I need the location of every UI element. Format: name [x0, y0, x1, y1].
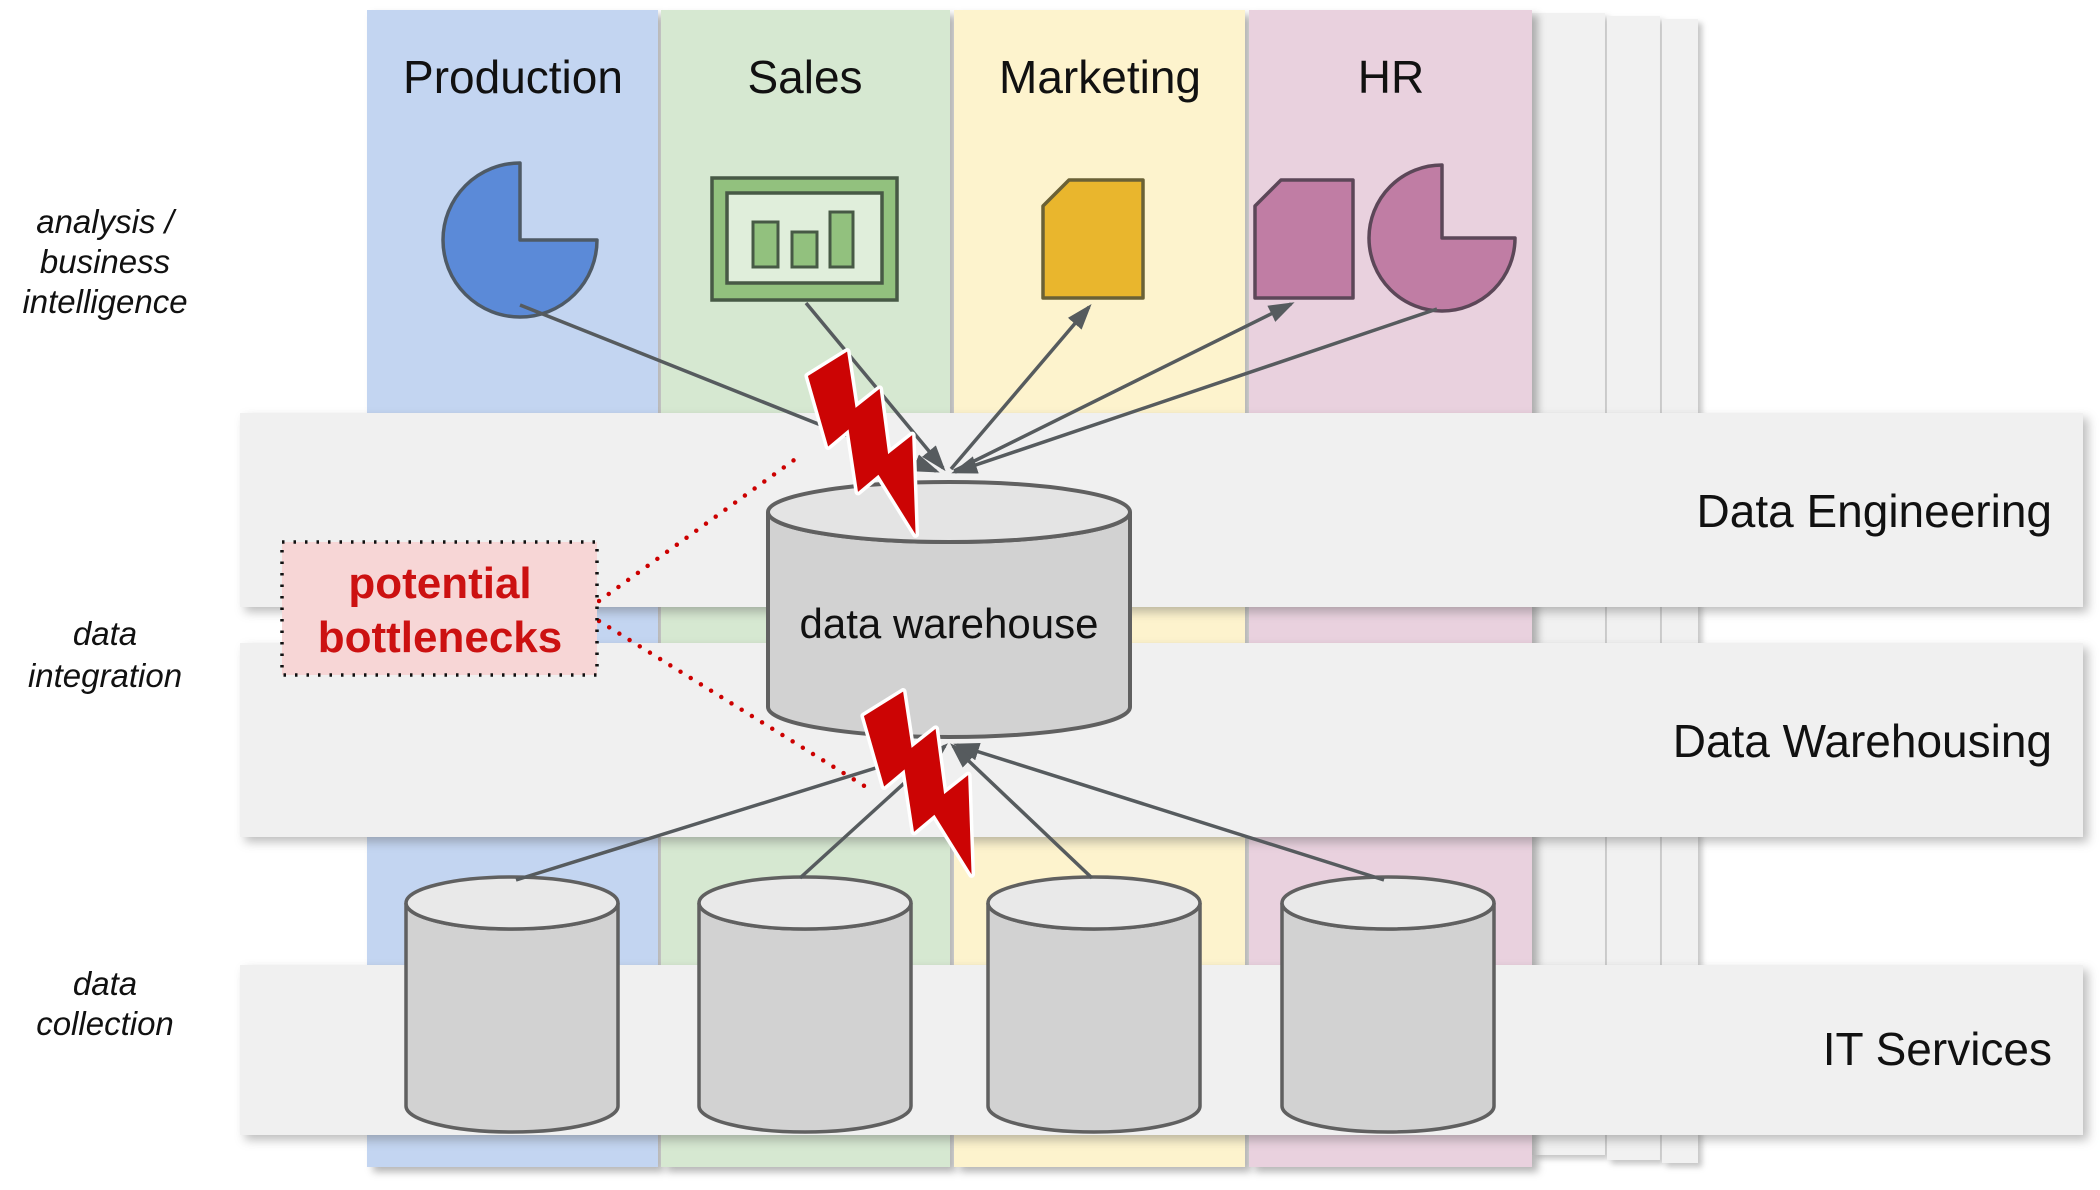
bottleneck-callout: potential bottlenecks — [280, 540, 599, 677]
arrow-db-marketing-to-warehouse — [950, 743, 1094, 880]
lightning-bolt-top — [804, 348, 920, 538]
bottleneck-callout-box — [280, 540, 599, 677]
db-cylinder-sales — [697, 875, 913, 1134]
arrow-sales-to-warehouse — [804, 301, 946, 472]
row-label-data-collection: data collection — [36, 965, 174, 1042]
band-label-data-engineering: Data Engineering — [1697, 485, 2052, 537]
bottleneck-callout-line2: bottlenecks — [318, 613, 563, 662]
data-warehouse-label: data warehouse — [800, 600, 1099, 647]
arrow-hr-pie-to-warehouse — [951, 307, 1438, 474]
db-cylinder-marketing — [986, 875, 1202, 1134]
band-label-data-warehousing: Data Warehousing — [1673, 715, 2052, 767]
production-column-label: Production — [403, 51, 623, 103]
document-icon-marketing — [1041, 178, 1145, 300]
band-label-it-services: IT Services — [1823, 1023, 2052, 1075]
row-label-collection-line1: data — [73, 965, 137, 1002]
marketing-column-label: Marketing — [999, 51, 1201, 103]
row-label-analysis-line2: business — [40, 243, 170, 280]
pie-chart-icon-hr — [1367, 163, 1517, 313]
db-cylinder-hr — [1280, 875, 1496, 1134]
row-label-analysis-bi: analysis / business intelligence — [22, 203, 187, 320]
bar-chart-icon-sales — [710, 176, 899, 302]
band-data-warehousing — [240, 643, 2083, 837]
data-warehouse-cylinder — [766, 480, 1132, 739]
bottleneck-callout-line1: potential — [348, 559, 531, 608]
arrow-db-hr-to-warehouse — [953, 743, 1385, 882]
pie-chart-icon-production — [441, 161, 599, 319]
db-cylinder-production — [404, 875, 620, 1134]
lightning-bolt-bottom — [860, 688, 976, 878]
arrow-warehouse-to-marketing — [949, 303, 1092, 471]
dotted-line-to-bottom-bolt — [596, 618, 869, 790]
document-icon-hr — [1253, 178, 1355, 300]
row-label-analysis-line3: intelligence — [22, 283, 187, 320]
row-label-analysis-line1: analysis / — [36, 203, 176, 240]
row-label-data-integration: data integration — [28, 615, 182, 694]
sales-column-label: Sales — [747, 51, 862, 103]
arrow-warehouse-to-hr-document — [953, 302, 1295, 473]
hr-column-label: HR — [1358, 51, 1424, 103]
row-label-collection-line2: collection — [36, 1005, 174, 1042]
row-label-integration-line1: data — [73, 615, 137, 652]
row-label-integration-line2: integration — [28, 657, 182, 694]
arrow-db-production-to-warehouse — [515, 745, 944, 882]
source-databases — [404, 875, 1496, 1134]
